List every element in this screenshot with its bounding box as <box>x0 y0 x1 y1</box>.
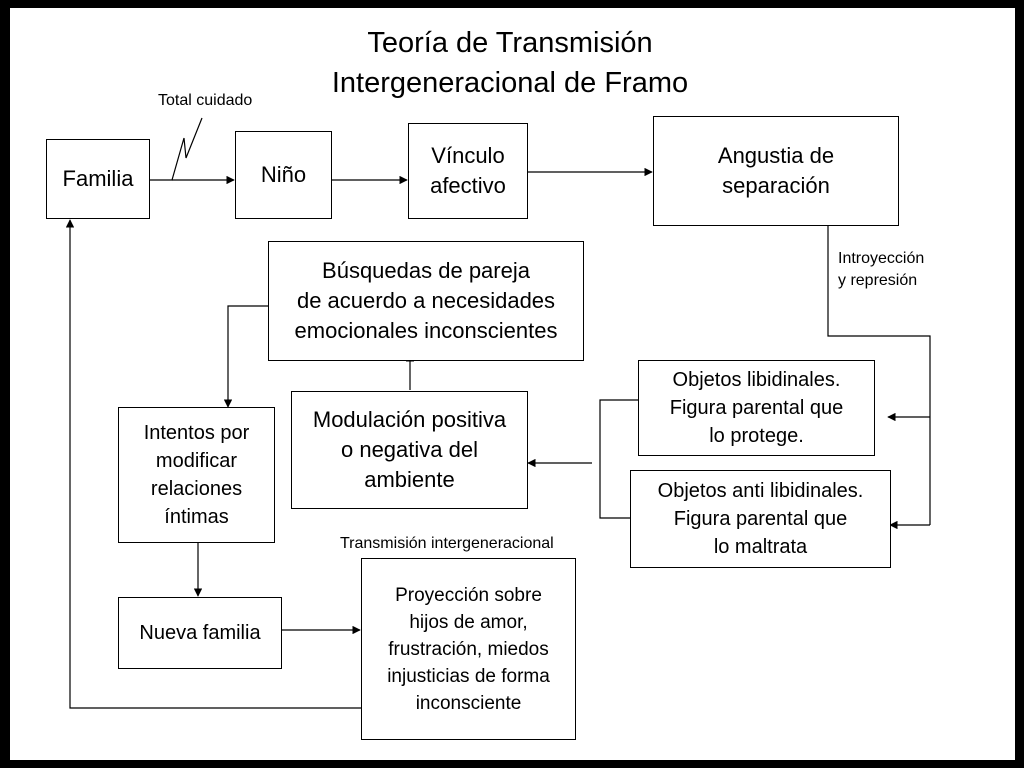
diagram-canvas: Teoría de Transmisión Intergeneracional … <box>10 8 1015 760</box>
box-vinculo: Vínculo afectivo <box>408 123 528 219</box>
box-nueva-familia: Nueva familia <box>118 597 282 669</box>
box-busquedas: Búsquedas de pareja de acuerdo a necesid… <box>268 241 584 361</box>
connector-objetos-modulacion <box>599 399 638 519</box>
label-transmision: Transmisión intergeneracional <box>340 535 554 552</box>
arrow-proyeccion-familia <box>65 219 362 709</box>
arrow-busquedas-intentos <box>223 305 268 408</box>
title-line-2: Intergeneracional de Framo <box>331 67 689 99</box>
label-total-cuidado: Total cuidado <box>158 92 253 109</box>
box-objetos-anti-libidinales: Objetos anti libidinales. Figura parenta… <box>630 470 891 568</box>
box-nino: Niño <box>235 131 332 219</box>
box-modulacion: Modulación positiva o negativa del ambie… <box>291 391 528 509</box>
arrow-familia-nino <box>150 117 203 181</box>
title-line-1: Teoría de Transmisión <box>367 27 653 59</box>
box-intentos: Intentos por modificar relaciones íntima… <box>118 407 275 543</box>
connector-angustia-objetos <box>827 226 931 525</box>
box-familia: Familia <box>46 139 150 219</box>
label-introyeccion: Introyección y represión <box>838 250 925 289</box>
box-objetos-libidinales: Objetos libidinales. Figura parental que… <box>638 360 875 456</box>
box-angustia: Angustia de separación <box>653 116 899 226</box>
connector-layer <box>65 117 931 709</box>
box-proyeccion: Proyección sobre hijos de amor, frustrac… <box>361 558 576 740</box>
